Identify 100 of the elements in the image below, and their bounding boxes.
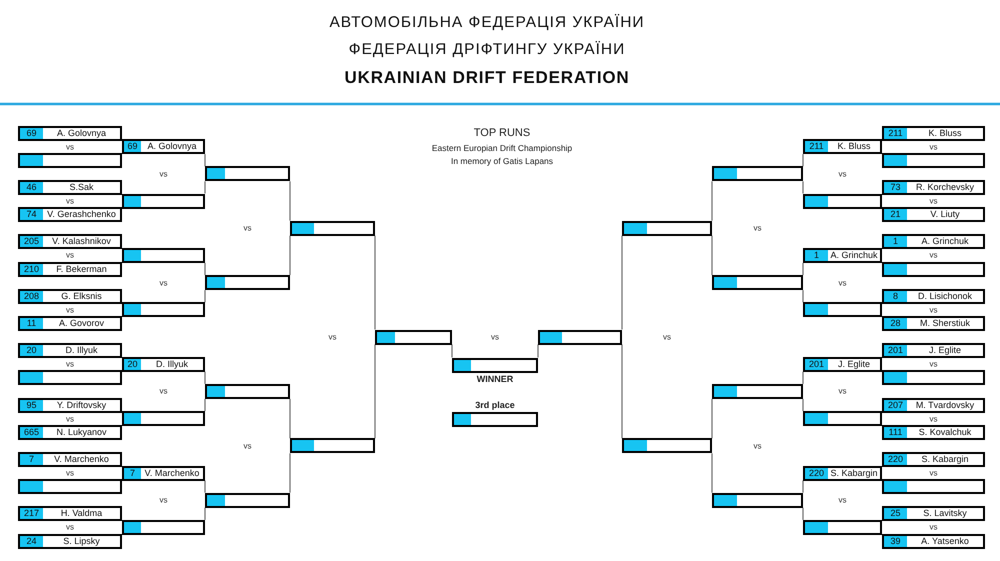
bracket-slot — [205, 275, 290, 290]
bracket-line — [289, 398, 291, 438]
bracket-line — [204, 181, 206, 194]
bracket-slot — [882, 288, 985, 304]
bracket-line — [289, 181, 291, 221]
bracket-slot — [712, 275, 803, 290]
bracket-slot — [18, 479, 122, 494]
bracket-line — [802, 398, 804, 412]
bracket-slot — [122, 520, 205, 535]
seed-number: 201 — [805, 358, 828, 370]
vs-label: vs — [754, 441, 762, 450]
place-label: 3rd place — [475, 400, 515, 410]
bracket-slot — [18, 152, 122, 168]
bracket-slot — [882, 398, 985, 412]
vs-label: vs — [838, 278, 846, 288]
vs-label: vs — [160, 386, 168, 396]
seed-number: 1 — [884, 236, 907, 248]
subtitle-text: Eastern Europian Drift Championship — [432, 143, 572, 153]
bracket-slot — [122, 356, 205, 372]
bracket-slot — [882, 234, 985, 250]
seed-number: 8 — [884, 290, 907, 302]
seed-number: 217 — [20, 508, 43, 520]
vs-label: vs — [838, 496, 846, 505]
seed-number: 20 — [20, 345, 43, 356]
header-title: ФЕДЕРАЦІЯ ДРІФТИНГУ УКРАЇНИ — [348, 41, 626, 59]
bracket-slot — [803, 466, 882, 480]
bracket-slot — [18, 424, 122, 440]
bracket-slot — [803, 139, 882, 154]
bracket-slot — [882, 207, 985, 222]
vs-label: vs — [754, 224, 762, 233]
bracket-slot — [803, 356, 882, 372]
bracket-slot — [18, 288, 122, 304]
driver-name: A. Golovnya — [147, 141, 197, 152]
vs-label: vs — [663, 332, 671, 342]
driver-name: A. Yatsenko — [921, 536, 969, 546]
driver-name: S. Kovalchuk — [918, 426, 972, 438]
vs-label: vs — [491, 332, 499, 342]
seed-number: 7 — [20, 454, 43, 465]
driver-name: J. Eglite — [928, 345, 961, 356]
seed-number: 95 — [20, 400, 43, 410]
bracket-slot — [205, 384, 290, 399]
bracket-slot — [18, 370, 122, 386]
vs-label: vs — [930, 414, 938, 424]
bracket-slot — [803, 302, 882, 318]
bracket-slot — [122, 302, 205, 318]
driver-name: S. Lavitsky — [923, 508, 967, 520]
bracket-slot — [882, 479, 985, 494]
bracket-line — [204, 154, 206, 166]
bracket-slot — [122, 411, 205, 426]
bracket-slot — [882, 452, 985, 467]
vs-label: vs — [930, 468, 938, 478]
bracket-line — [289, 236, 291, 276]
bracket-line — [204, 290, 206, 302]
bracket-slot — [205, 492, 290, 508]
bracket-slot — [882, 262, 985, 276]
bracket-slot — [882, 506, 985, 522]
bracket-slot — [122, 139, 205, 154]
bracket-line — [711, 398, 713, 438]
driver-name: S. Kabargin — [921, 454, 969, 465]
seed-number: 665 — [20, 426, 43, 438]
vs-label: vs — [160, 496, 168, 505]
seed-number: 111 — [884, 426, 907, 438]
seed-number: 208 — [20, 290, 43, 302]
vs-label: vs — [930, 196, 938, 206]
vs-label: vs — [66, 522, 74, 532]
vs-label: vs — [66, 414, 74, 424]
bracket-slot — [882, 343, 985, 358]
place-label: WINNER — [476, 374, 514, 384]
header-title: UKRAINIAN DRIFT FEDERATION — [344, 68, 630, 88]
seed-number: 21 — [884, 209, 907, 220]
seed-number: 220 — [805, 468, 828, 478]
bracket-slot — [18, 262, 122, 276]
vs-label: vs — [160, 169, 168, 178]
driver-name: D. Illyuk — [65, 345, 98, 356]
vs-label: vs — [930, 305, 938, 314]
bracket-line — [204, 262, 206, 276]
bracket-slot — [882, 180, 985, 195]
bracket-slot — [122, 194, 205, 208]
bracket-line — [204, 480, 206, 493]
driver-name: D. Illyuk — [156, 358, 188, 370]
vs-label: vs — [160, 278, 168, 288]
vs-label: vs — [930, 142, 938, 152]
bracket-slot — [18, 234, 122, 250]
bracket-line — [621, 344, 623, 438]
seed-number: 74 — [20, 209, 43, 220]
bracket-slot — [622, 438, 712, 454]
vs-label: vs — [66, 142, 74, 152]
seed-number: 69 — [124, 141, 141, 152]
bracket-line — [537, 344, 539, 358]
bracket-line — [204, 372, 206, 384]
vs-label: vs — [66, 468, 74, 478]
bracket-slot — [882, 424, 985, 440]
driver-name: K. Bluss — [928, 128, 962, 138]
driver-name: M. Tvardovsky — [916, 400, 974, 410]
bracket-slot — [18, 534, 122, 548]
bracket-line — [802, 181, 804, 194]
bracket-slot — [205, 166, 290, 182]
bracket-slot — [882, 152, 985, 168]
driver-name: M. Sherstiuk — [920, 318, 970, 329]
bracket-line — [204, 398, 206, 412]
